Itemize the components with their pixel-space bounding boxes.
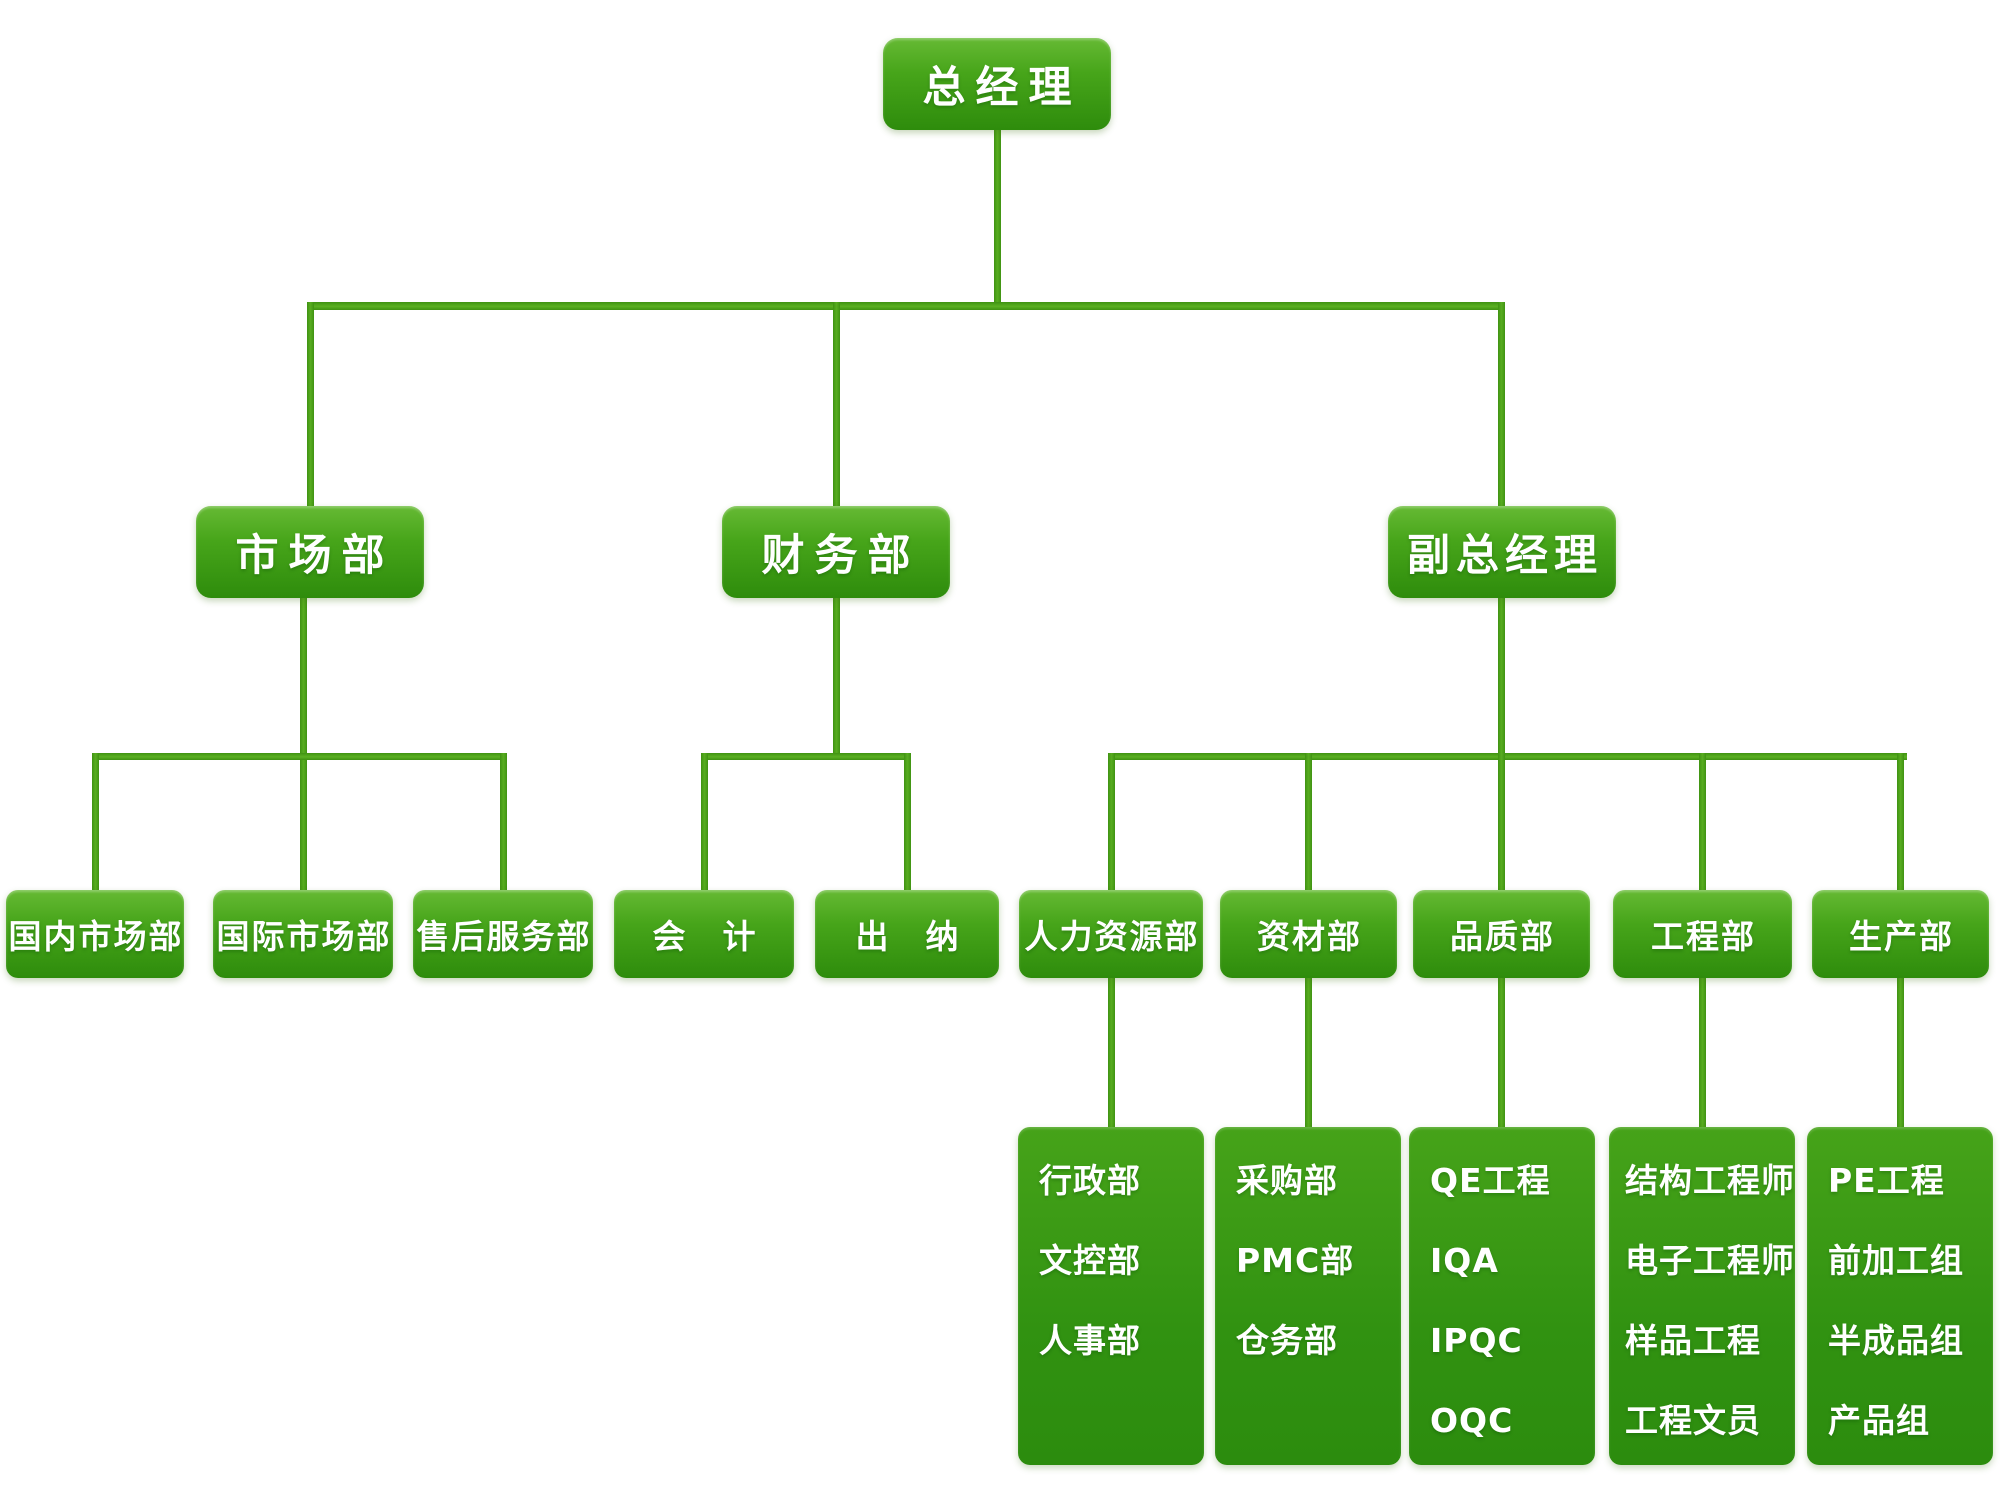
column-quality: QE工程 IQA IPQC OQC <box>1409 1127 1595 1465</box>
column-materials-item: 仓务部 <box>1236 1321 1338 1360</box>
node-accounting: 会 计 <box>614 890 794 978</box>
connector-finance-bar <box>701 753 911 760</box>
node-materials-dept: 资材部 <box>1220 890 1397 978</box>
connector-deputy-drop <box>1498 594 1505 760</box>
column-engineering-item: 样品工程 <box>1625 1321 1761 1360</box>
connector-deputy-bar <box>1108 753 1907 760</box>
connector-drop-domestic <box>92 753 99 892</box>
node-after-sales-service-dept: 售后服务部 <box>413 890 593 978</box>
column-production-item: 产品组 <box>1828 1401 1930 1440</box>
connector-marketing-bar <box>92 753 507 760</box>
connector-drop-marketing <box>307 302 314 508</box>
column-hr: 行政部 文控部 人事部 <box>1018 1127 1204 1465</box>
node-production-dept-label: 生产部 <box>1849 917 1954 956</box>
column-engineering-item: 电子工程师 <box>1625 1241 1795 1280</box>
node-engineering-dept: 工程部 <box>1613 890 1792 978</box>
connector-finance-drop <box>833 594 840 760</box>
node-deputy-general-manager: 副总经理 <box>1388 506 1616 598</box>
node-general-manager-label: 总经理 <box>922 63 1082 113</box>
column-materials-item: 采购部 <box>1236 1161 1338 1200</box>
connector-drop-aftersales <box>500 753 507 892</box>
node-deputy-general-manager-label: 副总经理 <box>1407 531 1603 581</box>
node-engineering-dept-label: 工程部 <box>1651 917 1756 956</box>
node-marketing-dept: 市场部 <box>196 506 424 598</box>
column-quality-item: IQA <box>1430 1241 1499 1280</box>
column-production: PE工程 前加工组 半成品组 产品组 <box>1807 1127 1993 1465</box>
connector-drop-finance <box>833 302 840 508</box>
column-quality-item: QE工程 <box>1430 1161 1551 1200</box>
connector-drop-cashier <box>904 753 911 892</box>
node-marketing-dept-label: 市场部 <box>235 531 395 581</box>
column-engineering-item: 工程文员 <box>1625 1401 1761 1440</box>
connector-root-drop <box>994 126 1001 309</box>
connector-drop-accounting <box>701 753 708 892</box>
node-materials-dept-label: 资材部 <box>1257 917 1362 956</box>
column-quality-item: OQC <box>1430 1401 1514 1440</box>
column-production-item: 前加工组 <box>1828 1241 1964 1280</box>
column-materials: 采购部 PMC部 仓务部 <box>1215 1127 1401 1465</box>
connector-drop-deputy <box>1498 302 1505 508</box>
column-engineering-item: 结构工程师 <box>1625 1161 1795 1200</box>
node-finance-dept-label: 财务部 <box>761 531 921 581</box>
node-cashier: 出 纳 <box>815 890 999 978</box>
column-quality-item: IPQC <box>1430 1321 1523 1360</box>
node-quality-dept: 品质部 <box>1413 890 1590 978</box>
node-human-resources-dept-label: 人力资源部 <box>1024 917 1200 956</box>
connector-marketing-drop <box>300 594 307 892</box>
node-human-resources-dept: 人力资源部 <box>1019 890 1203 978</box>
column-materials-item: PMC部 <box>1236 1241 1355 1280</box>
node-general-manager: 总经理 <box>883 38 1111 130</box>
node-domestic-market-dept: 国内市场部 <box>6 890 184 978</box>
node-domestic-market-dept-label: 国内市场部 <box>8 917 184 956</box>
column-hr-item: 人事部 <box>1039 1321 1141 1360</box>
node-cashier-label: 出 纳 <box>855 917 961 956</box>
node-after-sales-service-dept-label: 售后服务部 <box>416 917 592 956</box>
connector-level1-bar <box>307 302 1505 310</box>
node-accounting-label: 会 计 <box>652 917 758 956</box>
column-hr-item: 文控部 <box>1039 1241 1141 1280</box>
column-engineering: 结构工程师 电子工程师 样品工程 工程文员 <box>1609 1127 1795 1465</box>
node-international-market-dept-label: 国际市场部 <box>216 917 392 956</box>
node-production-dept: 生产部 <box>1812 890 1989 978</box>
node-finance-dept: 财务部 <box>722 506 950 598</box>
node-international-market-dept: 国际市场部 <box>213 890 393 978</box>
column-production-item: 半成品组 <box>1828 1321 1964 1360</box>
column-production-item: PE工程 <box>1828 1161 1945 1200</box>
node-quality-dept-label: 品质部 <box>1450 917 1555 956</box>
column-hr-item: 行政部 <box>1039 1161 1141 1200</box>
